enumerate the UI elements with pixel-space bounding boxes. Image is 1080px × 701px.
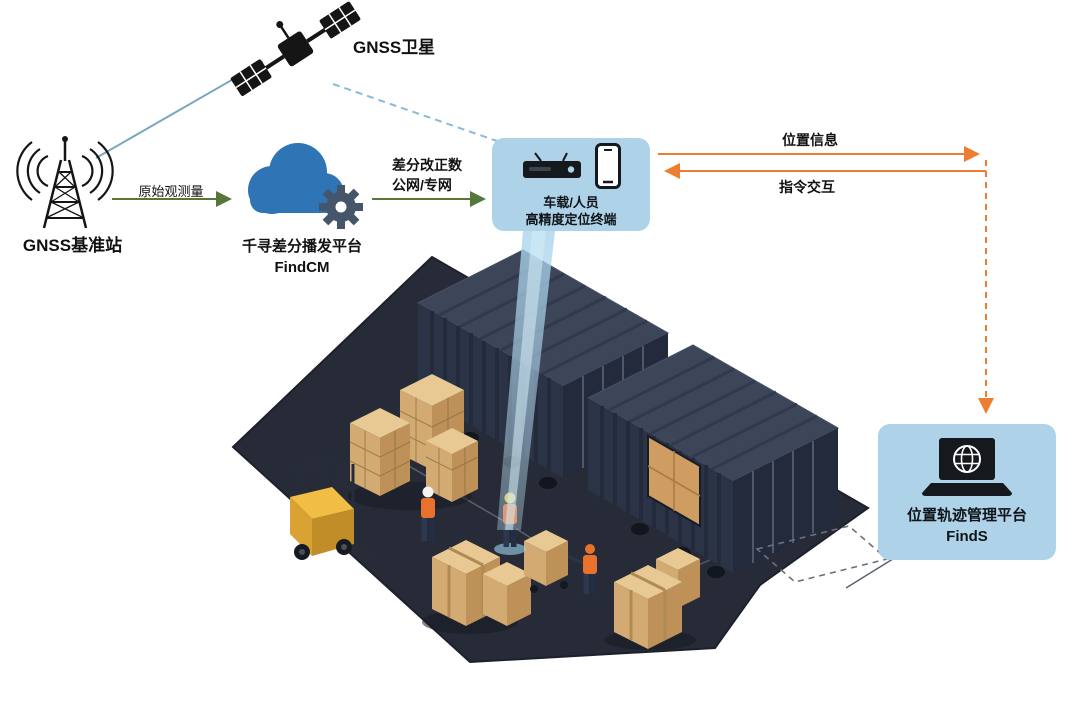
- terminal-label-line1: 车载/人员: [543, 195, 599, 210]
- satellite-icon: [230, 1, 361, 96]
- platform-label-line1: 位置轨迹管理平台: [906, 507, 1027, 524]
- raw-observation-label: 原始观测量: [138, 184, 204, 199]
- satellite-to-terminal-link: [332, 83, 498, 142]
- pallet-jack: [524, 530, 584, 593]
- carton-cluster-right: [604, 548, 700, 650]
- terminal-panel: 车载/人员 高精度定位终端: [492, 138, 650, 231]
- positioning-beam: [497, 231, 555, 530]
- terminal-label-line2: 高精度定位终端: [525, 212, 617, 227]
- forklift: [290, 458, 375, 560]
- container-2: [586, 344, 840, 578]
- management-platform-panel: 位置轨迹管理平台 FindS: [878, 424, 1056, 560]
- smartphone-icon: [595, 143, 621, 189]
- base-station-label: GNSS基准站: [22, 236, 123, 255]
- gear-icon: [319, 185, 363, 229]
- cloud-platform-label: 千寻差分播发平台 FindCM: [209, 236, 395, 278]
- terminal-icons: [521, 143, 621, 189]
- base-station-icon: [16, 136, 114, 229]
- cloud-platform-name: 千寻差分播发平台: [241, 238, 362, 255]
- platform-label-line2: FindS: [946, 528, 988, 545]
- carton-cluster-left: [422, 540, 531, 634]
- worker-3: [583, 544, 597, 594]
- finds-to-yard-link: [845, 556, 897, 589]
- position-info-label: 位置信息: [782, 132, 838, 148]
- connector-lines: [95, 61, 994, 589]
- command-interaction-label: 指令交互: [779, 179, 835, 195]
- warehouse-scene: [231, 249, 889, 664]
- diff-correction-line1: 差分改正数: [392, 157, 462, 173]
- cloud-gear-icon: [248, 143, 363, 229]
- diff-correction-label: 差分改正数 公网/专网: [392, 155, 462, 195]
- worker-1: [421, 486, 435, 541]
- pallet-stacks: [348, 374, 479, 510]
- laptop-globe-icon: [922, 438, 1012, 496]
- receiver-icon: [523, 152, 581, 178]
- cloud-platform-product: FindCM: [274, 259, 330, 276]
- satellite-label: GNSS卫星: [353, 38, 436, 57]
- diff-correction-line2: 公网/专网: [392, 177, 452, 193]
